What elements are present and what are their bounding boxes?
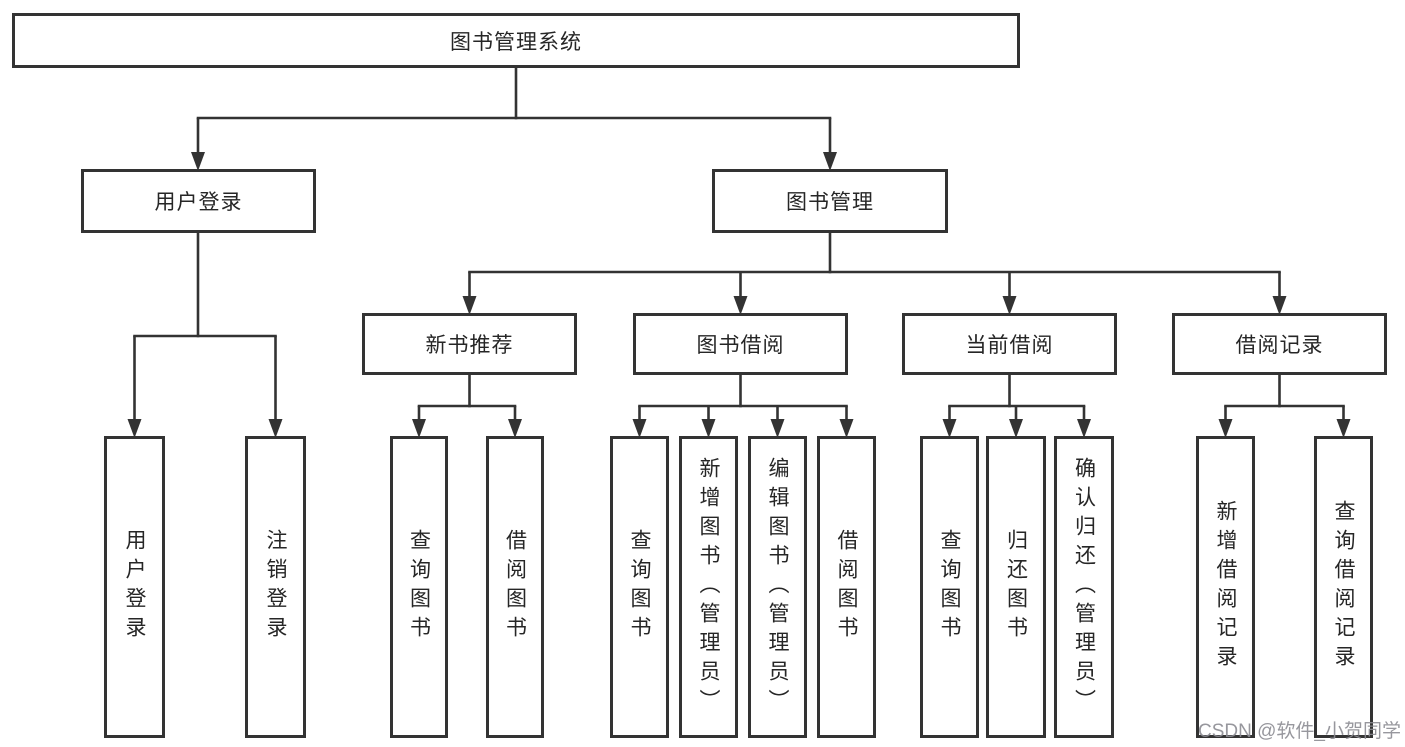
leaf-user-login-label: 用户登录 xyxy=(123,529,146,645)
leaf-borrow-books-borrowing: 借阅图书 xyxy=(817,436,876,738)
leaf-confirm-return-admin: 确认归还（管理员） xyxy=(1054,436,1114,738)
node-book-borrowing: 图书借阅 xyxy=(633,313,848,375)
node-current-borrowing: 当前借阅 xyxy=(902,313,1117,375)
leaf-query-books-borrowing: 查询图书 xyxy=(610,436,669,738)
node-book-borrowing-label: 图书借阅 xyxy=(696,334,785,357)
leaf-borrow-books-borrowing-label: 借阅图书 xyxy=(835,529,858,645)
node-book-management-label: 图书管理 xyxy=(786,191,874,214)
watermark-text: CSDN @软件_小贺同学 xyxy=(1198,721,1401,742)
leaf-add-borrowing-record: 新增借阅记录 xyxy=(1196,436,1255,738)
leaf-add-book-admin-label: 新增图书（管理员） xyxy=(697,456,720,718)
leaf-query-books-recommend-label: 查询图书 xyxy=(407,529,431,645)
leaf-query-books-current-label: 查询图书 xyxy=(938,529,961,645)
leaf-return-books: 归还图书 xyxy=(986,436,1046,738)
node-borrowing-records-label: 借阅记录 xyxy=(1235,334,1324,357)
node-library-management-system: 图书管理系统 xyxy=(12,13,1020,68)
leaf-borrow-books-recommend-label: 借阅图书 xyxy=(503,529,527,645)
node-current-borrowing-label: 当前借阅 xyxy=(965,334,1054,357)
leaf-edit-book-admin: 编辑图书（管理员） xyxy=(748,436,807,738)
leaf-add-borrowing-record-label: 新增借阅记录 xyxy=(1214,500,1237,674)
leaf-logout: 注销登录 xyxy=(245,436,306,738)
leaf-query-books-borrowing-label: 查询图书 xyxy=(628,529,651,645)
node-new-book-recommendation-label: 新书推荐 xyxy=(425,334,514,357)
node-book-management: 图书管理 xyxy=(712,169,948,233)
leaf-borrow-books-recommend: 借阅图书 xyxy=(486,436,544,738)
leaf-return-books-label: 归还图书 xyxy=(1004,529,1028,645)
leaf-user-login: 用户登录 xyxy=(104,436,165,738)
node-library-management-system-label: 图书管理系统 xyxy=(450,30,582,54)
node-user-login-label: 用户登录 xyxy=(154,191,243,214)
leaf-logout-label: 注销登录 xyxy=(264,529,287,645)
leaf-query-books-current: 查询图书 xyxy=(920,436,979,738)
leaf-query-books-recommend: 查询图书 xyxy=(390,436,448,738)
leaf-add-book-admin: 新增图书（管理员） xyxy=(679,436,738,738)
leaf-edit-book-admin-label: 编辑图书（管理员） xyxy=(766,456,789,718)
leaf-query-borrowing-record: 查询借阅记录 xyxy=(1314,436,1373,738)
node-borrowing-records: 借阅记录 xyxy=(1172,313,1387,375)
node-new-book-recommendation: 新书推荐 xyxy=(362,313,577,375)
leaf-confirm-return-admin-label: 确认归还（管理员） xyxy=(1072,456,1096,718)
leaf-query-borrowing-record-label: 查询借阅记录 xyxy=(1332,500,1355,674)
node-user-login: 用户登录 xyxy=(81,169,316,233)
